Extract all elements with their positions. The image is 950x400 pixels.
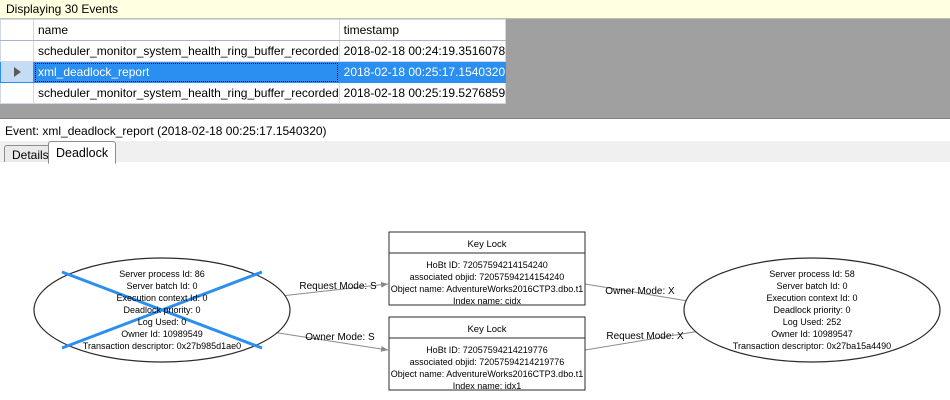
tab-deadlock-label: Deadlock	[56, 145, 109, 160]
edge-right-request-bottom	[584, 328, 707, 351]
tab-deadlock[interactable]: Deadlock	[48, 141, 117, 164]
table-row[interactable]: scheduler_monitor_system_health_ring_buf…	[0, 40, 507, 62]
cell-name[interactable]: scheduler_monitor_system_health_ring_buf…	[33, 82, 340, 104]
process-line: Server batch Id: 0	[776, 281, 847, 291]
detail-tabstrip: Details Deadlock	[0, 141, 950, 164]
column-header-name[interactable]: name	[33, 19, 340, 41]
cell-timestamp[interactable]: 2018-02-18 00:25:19.5276859	[338, 82, 507, 104]
process-line: Owner Id: 10989547	[771, 329, 853, 339]
tab-details-label: Details	[12, 147, 49, 162]
process-line: Execution context Id: 0	[116, 293, 207, 303]
row-selector-arrow-icon	[13, 67, 21, 77]
row-marker-cell[interactable]	[0, 61, 34, 83]
process-line: Deadlock priority: 0	[123, 305, 200, 315]
resource-node-bottom-key-lock[interactable]: Key Lock HoBt ID: 72057594214219776 asso…	[388, 316, 586, 391]
resource-box	[388, 316, 586, 391]
resource-line: HoBt ID: 72057594214154240	[426, 260, 548, 270]
process-node-right-process[interactable]: Server process Id: 58 Server batch Id: 0…	[683, 257, 941, 363]
events-grid-container[interactable]: name timestamp scheduler_monitor_system_…	[0, 19, 950, 119]
resource-box	[388, 231, 586, 306]
deadlock-graph-canvas[interactable]: Server process Id: 86 Server batch Id: 0…	[0, 162, 950, 400]
edge-left-request-top	[271, 281, 389, 298]
resource-line: Object name: AdventureWorks2016CTP3.dbo.…	[391, 369, 583, 379]
column-header-timestamp[interactable]: timestamp	[338, 19, 507, 41]
process-line: Deadlock priority: 0	[773, 305, 850, 315]
cell-timestamp[interactable]: 2018-02-18 00:25:17.1540320	[338, 61, 507, 83]
row-marker-cell[interactable]	[0, 82, 34, 104]
column-header-marker[interactable]	[0, 19, 34, 41]
process-line: Log Used: 252	[783, 317, 842, 327]
process-line: Log Used: 0	[138, 317, 187, 327]
deadlock-victim-cross-icon	[61, 270, 263, 350]
event-detail-header: Event: xml_deadlock_report (2018-02-18 0…	[0, 120, 950, 142]
resource-line: Index name: cidx	[453, 296, 522, 306]
process-line: Transaction descriptor: 0x27ba15a4490	[733, 341, 891, 351]
process-line: Execution context Id: 0	[766, 293, 857, 303]
edge-label-left-owner-bottom: Owner Mode: S	[305, 332, 375, 343]
events-grid[interactable]: name timestamp scheduler_monitor_system_…	[0, 19, 507, 104]
process-line: Owner Id: 10989549	[121, 329, 203, 339]
process-line: Server process Id: 86	[119, 269, 205, 279]
table-row[interactable]: scheduler_monitor_system_health_ring_buf…	[0, 82, 507, 104]
resource-line: Index name: idx1	[453, 381, 522, 391]
edge-label-right-owner-top: Owner Mode: X	[605, 286, 675, 297]
process-node-left-process[interactable]: Server process Id: 86 Server batch Id: 0…	[33, 257, 291, 363]
resource-line: Object name: AdventureWorks2016CTP3.dbo.…	[391, 284, 583, 294]
events-caption-bar: Displaying 30 Events	[0, 0, 950, 19]
events-count-label: Displaying 30 Events	[6, 2, 119, 16]
process-line: Server batch Id: 0	[126, 281, 197, 291]
event-title-label: Event: xml_deadlock_report (2018-02-18 0…	[5, 124, 327, 138]
edge-label-right-request-bottom: Request Mode: X	[606, 331, 684, 342]
resource-line: HoBt ID: 72057594214219776	[426, 345, 548, 355]
cell-name[interactable]: xml_deadlock_report	[33, 61, 340, 83]
resource-title: Key Lock	[467, 239, 506, 250]
resource-line: associated objid: 72057594214154240	[410, 272, 565, 282]
row-marker-cell[interactable]	[0, 40, 34, 62]
resource-line: associated objid: 72057594214219776	[410, 357, 565, 367]
edge-left-owner-bottom	[271, 331, 389, 352]
resource-node-top-key-lock[interactable]: Key Lock HoBt ID: 72057594214154240 asso…	[388, 231, 586, 306]
edge-label-left-request-top: Request Mode: S	[299, 281, 377, 292]
process-ellipse	[683, 257, 941, 363]
cell-name[interactable]: scheduler_monitor_system_health_ring_buf…	[33, 40, 340, 62]
process-line: Server process Id: 58	[769, 269, 855, 279]
grid-header-row: name timestamp	[0, 19, 507, 41]
table-row[interactable]: xml_deadlock_report 2018-02-18 00:25:17.…	[0, 61, 507, 83]
process-line: Transaction descriptor: 0x27b985d1ae0	[83, 341, 241, 351]
cell-timestamp[interactable]: 2018-02-18 00:24:19.3516078	[338, 40, 507, 62]
resource-title: Key Lock	[467, 324, 506, 335]
